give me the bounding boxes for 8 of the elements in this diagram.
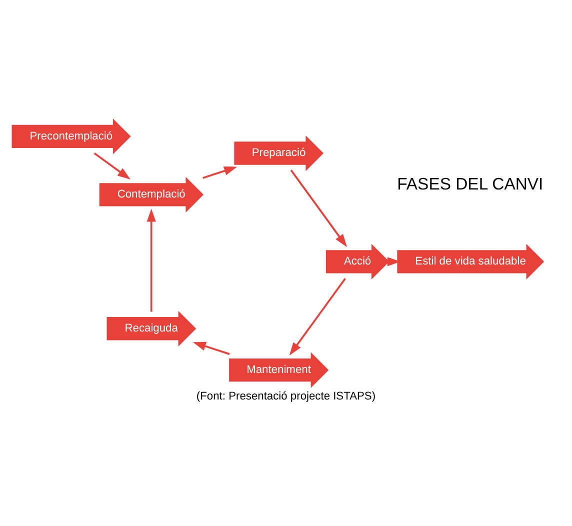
arrow: [202, 166, 238, 179]
arrow: [94, 152, 130, 180]
arrow: [290, 170, 347, 248]
arrow: [146, 208, 156, 312]
arrow: [289, 278, 346, 356]
label: FASES DEL CANVI: [397, 174, 544, 194]
arrow: [192, 342, 230, 355]
caption: (Font: Presentació projecte ISTAPS): [196, 390, 376, 402]
